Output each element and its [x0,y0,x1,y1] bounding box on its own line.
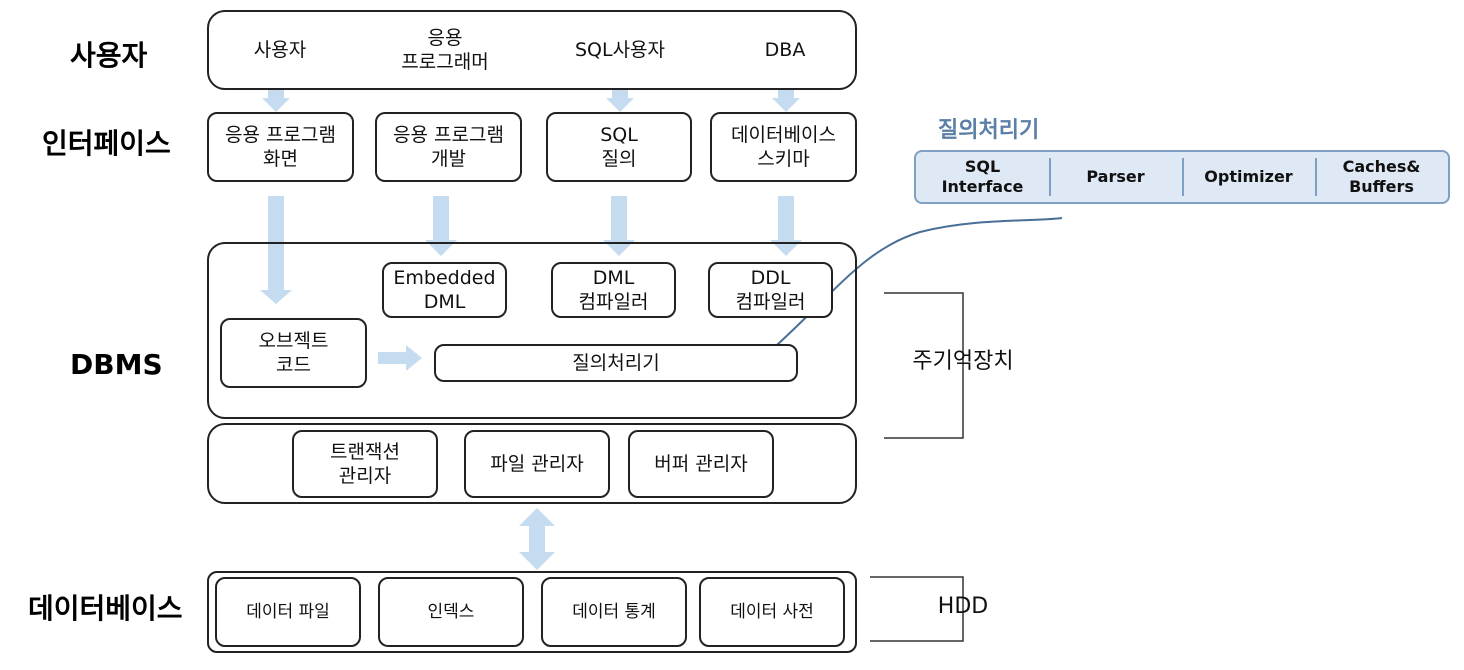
arrow-user-to-interface-2 [606,90,634,112]
qp-part-sql-interface: SQL Interface [941,157,1024,196]
layer-label-interface: 인터페이스 [42,127,171,160]
user-layer-box [207,10,857,90]
arrow-interface-to-objectcode [260,196,292,304]
arrow-interface-to-dml [603,196,635,256]
dml-compiler: DML 컴파일러 [551,262,676,318]
main-memory-label: 주기억장치 [912,349,1014,374]
embedded-dml: Embedded DML [382,262,507,318]
interface-sql-query: SQL 질의 [546,112,692,182]
arrow-interface-to-ddl [770,196,802,256]
arrow-dbms-database-bidirectional [519,508,555,570]
bracket-hdd [870,576,964,642]
user-app-programmer: 응용 프로그래머 [401,27,489,73]
user-end-user: 사용자 [253,39,307,61]
arrow-user-to-interface-1 [262,90,290,112]
arrow-user-to-interface-3 [772,90,800,112]
query-processor-detail-panel: SQL Interface Parser Optimizer Caches& B… [914,150,1450,204]
interface-app-dev: 응용 프로그램 개발 [375,112,522,182]
buffer-manager: 버퍼 관리자 [628,430,774,498]
managers-box [207,423,857,504]
bracket-main-memory [884,292,964,439]
interface-db-schema: 데이터베이스 스키마 [710,112,857,182]
db-index: 인덱스 [378,577,524,647]
user-sql-user: SQL사용자 [574,39,666,61]
qp-part-optimizer: Optimizer [1182,152,1315,202]
file-manager: 파일 관리자 [464,430,610,498]
interface-app-screen: 응용 프로그램 화면 [207,112,354,182]
transaction-manager: 트랜잭션 관리자 [292,430,438,498]
layer-label-dbms: DBMS [70,348,163,381]
layer-label-database: 데이터베이스 [28,592,183,625]
arrow-objectcode-to-qp [378,345,422,371]
user-dba: DBA [764,39,806,61]
arrow-interface-to-embedded [425,196,457,256]
database-box [207,571,857,653]
db-statistics: 데이터 통계 [541,577,687,647]
layer-label-user: 사용자 [70,39,148,72]
db-dictionary: 데이터 사전 [699,577,845,647]
query-processor-detail-title: 질의처리기 [938,118,1040,143]
qp-part-caches-buffers: Caches& Buffers [1315,152,1448,202]
hdd-label: HDD [937,594,989,619]
db-data-file: 데이터 파일 [215,577,361,647]
ddl-compiler: DDL 컴파일러 [708,262,833,318]
query-processor: 질의처리기 [434,344,798,382]
dbms-box [207,242,857,419]
qp-part-parser: Parser [1049,152,1182,202]
object-code: 오브젝트 코드 [220,318,367,388]
